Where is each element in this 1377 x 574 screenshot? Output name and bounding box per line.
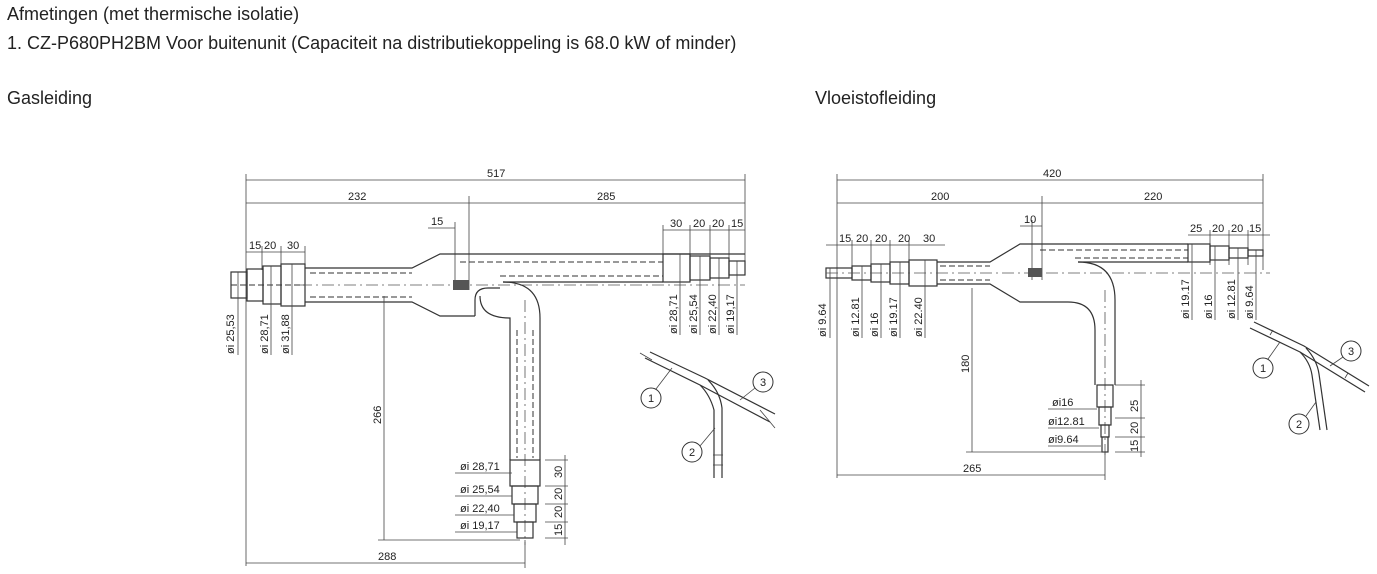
gas-dim-b20: 20: [553, 488, 565, 500]
gas-dia-l1: øi 25,53: [225, 314, 237, 354]
liq-dim-l20a: 20: [856, 233, 868, 245]
gas-dia-r4: øi 19,17: [725, 294, 737, 334]
gas-dim-b20b: 20: [553, 506, 565, 518]
gas-dim-r15: 15: [731, 218, 743, 230]
liq-dia-l3: øi 16: [869, 313, 881, 337]
liq-callout-3: 3: [1348, 346, 1354, 358]
gas-dia-b2: øi 25,54: [460, 484, 500, 496]
liquid-isometric-sketch: 1 3 2: [1249, 321, 1370, 435]
liq-callout-2: 2: [1296, 419, 1302, 431]
gas-dia-b3: øi 22,40: [460, 503, 500, 515]
gas-dim-total: 517: [487, 168, 505, 180]
liq-dim-l30: 30: [923, 233, 935, 245]
callout-3: 3: [760, 377, 766, 389]
gas-dim-15: 15: [431, 216, 443, 228]
liq-dim-l15: 15: [839, 233, 851, 245]
gas-isometric-sketch: 1 3 2: [639, 351, 776, 478]
liq-dim-r15: 15: [1249, 223, 1261, 235]
gas-dia-b4: øi 19,17: [460, 520, 500, 532]
liq-dim-vert: 180: [960, 355, 972, 373]
product-subtitle: 1. CZ-P680PH2BM Voor buitenunit (Capacit…: [7, 33, 737, 53]
gas-dim-left: 232: [348, 191, 366, 203]
liq-dia-r1: øi 19.17: [1180, 279, 1192, 319]
callout-1: 1: [648, 393, 654, 405]
liq-dim-10: 10: [1024, 214, 1036, 226]
gas-dim-r20a: 20: [693, 218, 705, 230]
liq-dia-l5: øi 22.40: [913, 297, 925, 337]
liq-dim-bottom: 265: [963, 463, 981, 475]
liq-dim-right: 220: [1144, 191, 1162, 203]
gas-dim-l30: 30: [287, 240, 299, 252]
liq-dia-r4: øi 9.64: [1244, 285, 1256, 319]
liq-dim-b20: 20: [1129, 422, 1141, 434]
gas-dia-l2: øi 28,71: [259, 314, 271, 354]
liquid-pipe-label: Vloeistofleiding: [815, 88, 937, 108]
liq-dim-left: 200: [931, 191, 949, 203]
liq-dim-b25: 25: [1129, 400, 1141, 412]
gas-dim-r20b: 20: [712, 218, 724, 230]
liq-dia-b1: øi16: [1052, 397, 1073, 409]
gas-dia-l3: øi 31,88: [280, 314, 292, 354]
gas-dia-r2: øi 25,54: [688, 294, 700, 334]
gas-dim-right: 285: [597, 191, 615, 203]
callout-2: 2: [689, 447, 695, 459]
liq-dia-b2: øi12.81: [1048, 416, 1085, 428]
liq-dia-b3: øi9.64: [1048, 434, 1079, 446]
liq-dia-l2: øi 12.81: [850, 297, 862, 337]
liq-callout-1: 1: [1260, 363, 1266, 375]
gas-dia-r3: øi 22,40: [707, 294, 719, 334]
liq-dim-b15: 15: [1129, 440, 1141, 452]
gas-dim-l15: 15: [249, 240, 261, 252]
page-title: Afmetingen (met thermische isolatie): [7, 4, 300, 24]
gas-dia-r1: øi 28,71: [668, 294, 680, 334]
liq-dia-l1: øi 9.64: [817, 303, 829, 337]
gas-dia-b1: øi 28,71: [460, 461, 500, 473]
gas-dim-vert: 266: [372, 406, 384, 424]
liq-dia-r2: øi 16: [1203, 295, 1215, 319]
gas-dim-l20: 20: [264, 240, 276, 252]
liq-dim-r25: 25: [1190, 223, 1202, 235]
liq-dim-total: 420: [1043, 168, 1061, 180]
gas-dim-b30: 30: [553, 466, 565, 478]
liq-dia-l4: øi 19.17: [888, 297, 900, 337]
gas-pipe-label: Gasleiding: [7, 88, 93, 108]
gas-drawing: 517 232 285 15 30 20 20 15 15 20 30: [225, 168, 746, 568]
gas-dim-r30: 30: [670, 218, 682, 230]
liq-dia-r3: øi 12.81: [1226, 279, 1238, 319]
gas-dim-b15: 15: [553, 524, 565, 536]
gas-dim-bottom: 288: [378, 551, 396, 563]
liq-dim-l20c: 20: [898, 233, 910, 245]
liq-dim-r20a: 20: [1212, 223, 1224, 235]
liquid-drawing: 420 200 220 10 15 20 20 20 30 25 20 20 1…: [817, 168, 1270, 480]
liq-dim-l20b: 20: [875, 233, 887, 245]
liq-dim-r20b: 20: [1231, 223, 1243, 235]
